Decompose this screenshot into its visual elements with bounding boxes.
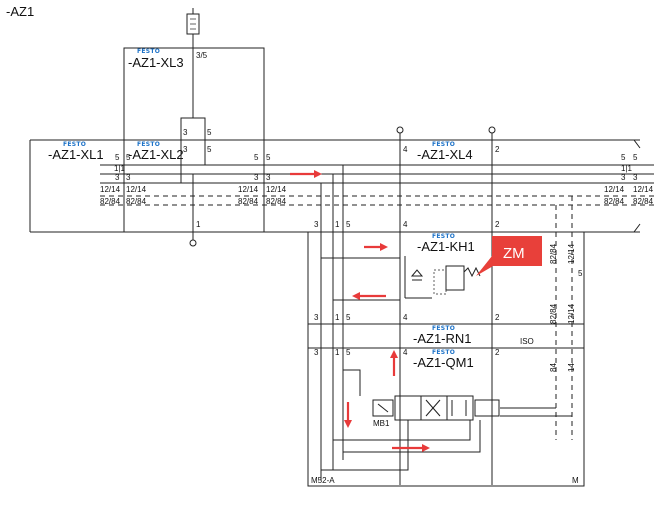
xl2-port-5: 5 (207, 128, 212, 137)
kh1-check-valve-icon (410, 269, 424, 277)
svg-text:4: 4 (403, 348, 408, 357)
svg-text:82/84: 82/84 (633, 197, 654, 206)
xl2-port-5b: 5 (207, 145, 212, 154)
side-port-84: 84 (549, 363, 558, 372)
kh1-valve-body (445, 265, 465, 291)
m-label: M (572, 476, 579, 485)
festo-logo-xl1: FESTO (63, 141, 86, 148)
rail-port-labels-right: 5 5 1|1 3 3 12/14 12/14 82/84 82/84 (604, 153, 654, 206)
svg-text:5: 5 (346, 348, 351, 357)
svg-text:12/14: 12/14 (266, 185, 287, 194)
svg-text:82/84: 82/84 (100, 197, 121, 206)
directional-valve-symbol (372, 395, 500, 421)
svg-text:3: 3 (126, 173, 131, 182)
svg-text:82/84: 82/84 (266, 197, 287, 206)
zm-callout-text: ZM (503, 245, 525, 262)
svg-text:3: 3 (314, 313, 319, 322)
svg-text:12/14: 12/14 (633, 185, 654, 194)
svg-text:3: 3 (115, 173, 120, 182)
festo-logo-kh1: FESTO (432, 233, 455, 240)
rail-port-labels-xl2-right: 5 5 3 3 12/14 12/14 82/84 82/84 (238, 153, 287, 206)
festo-logo-xl3: FESTO (137, 48, 160, 55)
svg-text:1: 1 (335, 313, 340, 322)
qm1-label: -AZ1-QM1 (413, 355, 474, 370)
svg-text:5: 5 (266, 153, 271, 162)
xl1-label: -AZ1-XL1 (48, 147, 104, 162)
stack-port-1: 1 (335, 220, 340, 229)
svg-text:3: 3 (266, 173, 271, 182)
kh1-label: -AZ1-KH1 (417, 239, 475, 254)
svg-text:2: 2 (495, 313, 500, 322)
zm-callout-box (492, 236, 542, 266)
xl2-label: -AZ1-XL2 (128, 147, 184, 162)
pilot-return-icon (474, 399, 500, 417)
svg-text:3: 3 (633, 173, 638, 182)
svg-text:12/14: 12/14 (604, 185, 625, 194)
xl2-port-3: 3 (183, 128, 188, 137)
svg-text:1|1: 1|1 (621, 164, 633, 173)
svg-text:5: 5 (621, 153, 626, 162)
xl4-port-4-marker (396, 126, 404, 134)
xl4-port-4: 4 (403, 145, 408, 154)
svg-text:3: 3 (621, 173, 626, 182)
rail-port-labels-xl1: 5 1|1 3 12/14 82/84 (100, 153, 126, 206)
xl3-port-35: 3/5 (196, 51, 208, 60)
zm-callout-pointer (476, 256, 500, 276)
flow-arrows (290, 170, 430, 452)
assembly-label: -AZ1 (6, 4, 34, 19)
svg-text:82/84: 82/84 (604, 197, 625, 206)
svg-text:82/84: 82/84 (238, 197, 259, 206)
svg-text:2: 2 (495, 348, 500, 357)
svg-text:5: 5 (633, 153, 638, 162)
rail-port-labels-xl2: 5 3 12/14 82/84 (126, 153, 147, 206)
svg-text:1|1: 1|1 (114, 164, 126, 173)
side-port-8284b: 82/84 (549, 303, 558, 324)
svg-text:5: 5 (578, 269, 583, 278)
side-port-1214a: 12/14 (567, 243, 576, 264)
stack-port-2: 2 (495, 220, 500, 229)
svg-text:12/14: 12/14 (126, 185, 147, 194)
mb1-label: MB1 (373, 419, 390, 428)
svg-text:82/84: 82/84 (126, 197, 147, 206)
m52a-label: M52-A (311, 476, 335, 485)
stack-port-5: 5 (346, 220, 351, 229)
svg-text:3: 3 (314, 348, 319, 357)
side-port-14: 14 (567, 363, 576, 372)
xl2-supply-port (189, 239, 197, 247)
xl4-port-2: 2 (495, 145, 500, 154)
xl3-silencer-symbol (186, 8, 200, 48)
xl4-port-2-marker (488, 126, 496, 134)
mb1-solenoid-icon (372, 399, 394, 417)
svg-text:4: 4 (403, 313, 408, 322)
zm-callout[interactable]: ZM (476, 236, 542, 276)
svg-text:12/14: 12/14 (238, 185, 259, 194)
xl4-label: -AZ1-XL4 (417, 147, 473, 162)
festo-logo-xl2: FESTO (137, 141, 160, 148)
svg-text:5: 5 (126, 153, 131, 162)
valve-stack-enclosure (307, 231, 585, 487)
xl2-port-1: 1 (196, 220, 201, 229)
svg-text:5: 5 (254, 153, 259, 162)
svg-text:1: 1 (335, 348, 340, 357)
svg-text:3: 3 (254, 173, 259, 182)
svg-text:5: 5 (115, 153, 120, 162)
stack-port-4: 4 (403, 220, 408, 229)
festo-logo-rn1: FESTO (432, 325, 455, 332)
festo-logo-xl4: FESTO (432, 141, 455, 148)
rn1-label: -AZ1-RN1 (413, 331, 472, 346)
xl3-label: -AZ1-XL3 (128, 55, 184, 70)
rail-break-mark (633, 139, 641, 233)
kh1-pilot-box (433, 269, 447, 295)
iso-label: ISO (520, 337, 534, 346)
svg-text:5: 5 (346, 313, 351, 322)
festo-logo-qm1: FESTO (432, 349, 455, 356)
kh1-spring-icon (463, 266, 481, 278)
svg-text:12/14: 12/14 (100, 185, 121, 194)
side-port-1214b: 12/14 (567, 303, 576, 324)
xl2-port-3b: 3 (183, 145, 188, 154)
side-port-8284a: 82/84 (549, 243, 558, 264)
stack-port-3: 3 (314, 220, 319, 229)
